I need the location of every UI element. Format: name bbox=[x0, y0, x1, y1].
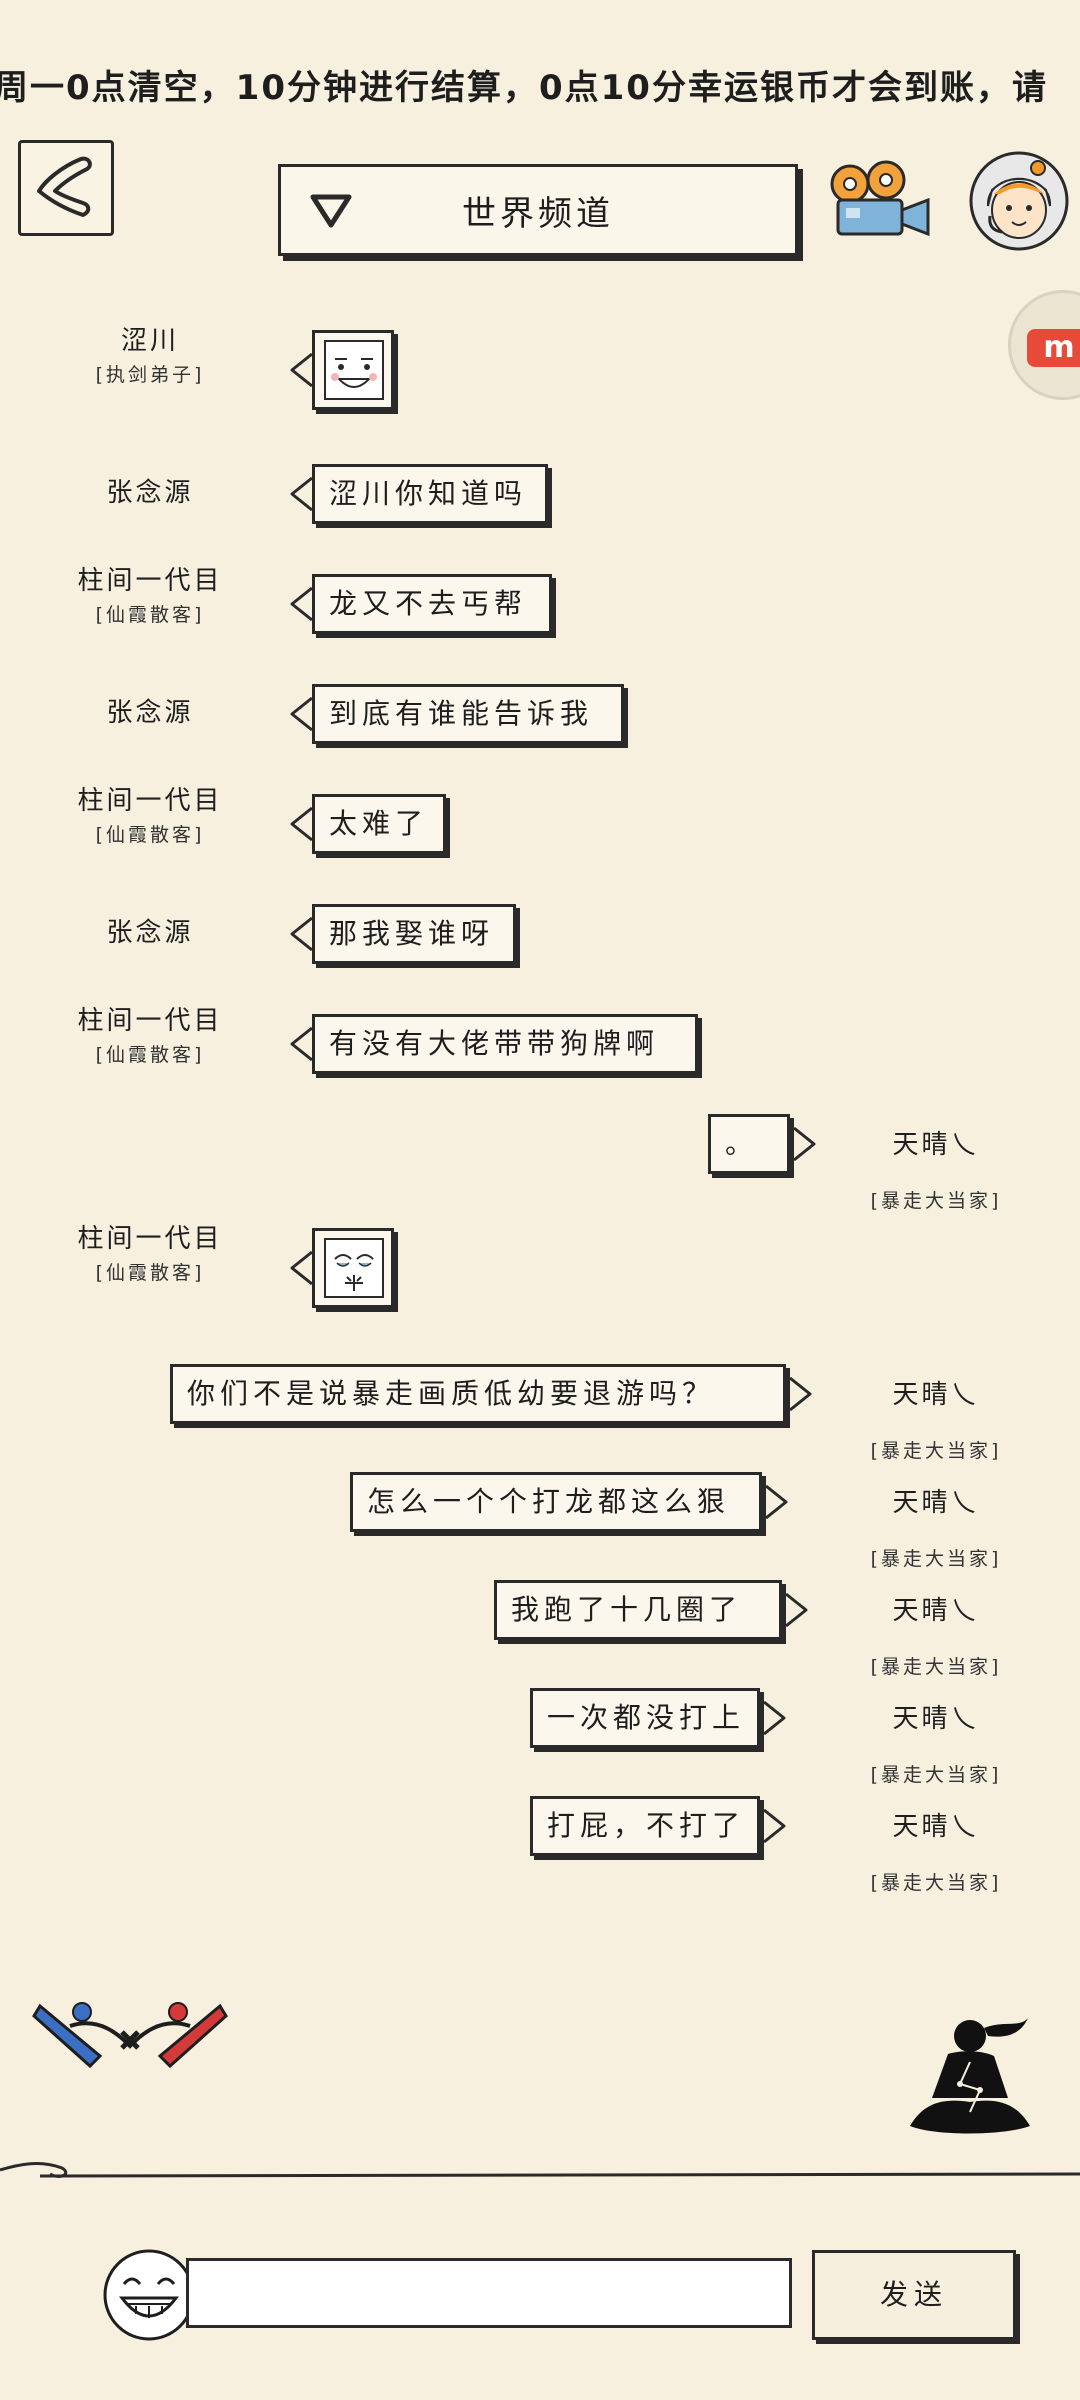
bubble-tail-icon bbox=[290, 806, 313, 842]
sender-name[interactable]: 天晴乀 bbox=[892, 1704, 980, 1734]
sender-title: [暴走大当家] bbox=[870, 1440, 1002, 1462]
sticker-message[interactable] bbox=[312, 330, 394, 410]
sender-title: [暴走大当家] bbox=[870, 1656, 1002, 1678]
sad-face-sticker-icon bbox=[324, 1238, 384, 1298]
sender-name[interactable]: 天晴乀 bbox=[892, 1596, 980, 1626]
message-bubble[interactable]: 打屁，不打了 bbox=[530, 1796, 760, 1856]
announcement-ticker: 周一0点清空，10分钟进行结算，0点10分幸运银币才会到账，请 bbox=[0, 68, 1048, 108]
message-bubble[interactable]: 。 bbox=[708, 1114, 790, 1174]
chat-input-field[interactable] bbox=[186, 2258, 792, 2328]
bubble-tail-icon bbox=[290, 1250, 313, 1286]
message-bubble[interactable]: 怎么一个个打龙都这么狠 bbox=[350, 1472, 762, 1532]
sender-name[interactable]: 柱间一代目 bbox=[77, 1006, 223, 1036]
sender-name[interactable]: 柱间一代目 bbox=[77, 786, 223, 816]
sender-name[interactable]: 柱间一代目 bbox=[77, 1224, 223, 1254]
sender-title: [仙霞散客] bbox=[95, 1044, 205, 1066]
video-camera-icon[interactable] bbox=[828, 160, 932, 246]
sender-title: [暴走大当家] bbox=[870, 1190, 1002, 1212]
bubble-tail-icon bbox=[290, 1026, 313, 1062]
laughing-emoji-button-icon[interactable] bbox=[102, 2248, 196, 2342]
bubble-tail-icon bbox=[763, 1700, 786, 1736]
customer-service-avatar-icon[interactable] bbox=[968, 150, 1070, 252]
bubble-tail-icon bbox=[290, 586, 313, 622]
sender-name[interactable]: 天晴乀 bbox=[892, 1380, 980, 1410]
sender-title: [暴走大当家] bbox=[870, 1872, 1002, 1894]
meditating-figure-icon bbox=[910, 2018, 1030, 2134]
m-logo-icon: m bbox=[1027, 329, 1080, 367]
sender-name[interactable]: 天晴乀 bbox=[892, 1488, 980, 1518]
side-floating-logo[interactable]: m bbox=[1008, 290, 1080, 400]
channel-selector[interactable]: 世界频道 bbox=[278, 164, 798, 256]
message-bubble[interactable]: 到底有谁能告诉我 bbox=[312, 684, 624, 744]
sender-title: [仙霞散客] bbox=[95, 1262, 205, 1284]
bubble-tail-icon bbox=[290, 916, 313, 952]
sender-title: [暴走大当家] bbox=[870, 1764, 1002, 1786]
bubble-tail-icon bbox=[785, 1592, 808, 1628]
bubble-tail-icon bbox=[763, 1808, 786, 1844]
crossed-swords-emblem-icon bbox=[32, 2002, 228, 2069]
channel-title: 世界频道 bbox=[462, 193, 614, 234]
back-button[interactable] bbox=[18, 140, 114, 236]
message-bubble[interactable]: 一次都没打上 bbox=[530, 1688, 760, 1748]
sender-name[interactable]: 柱间一代目 bbox=[77, 566, 223, 596]
message-bubble[interactable]: 你们不是说暴走画质低幼要退游吗？ bbox=[170, 1364, 786, 1424]
bubble-tail-icon bbox=[290, 352, 313, 388]
send-button[interactable]: 发送 bbox=[812, 2250, 1016, 2340]
sender-name[interactable]: 张念源 bbox=[106, 918, 194, 948]
smile-face-sticker-icon bbox=[324, 340, 384, 400]
bubble-tail-icon bbox=[793, 1126, 816, 1162]
sender-title: [仙霞散客] bbox=[95, 604, 205, 626]
sender-title: [执剑弟子] bbox=[95, 364, 205, 386]
message-bubble[interactable]: 龙又不去丐帮 bbox=[312, 574, 552, 634]
message-bubble[interactable]: 有没有大佬带带狗牌啊 bbox=[312, 1014, 698, 1074]
message-bubble[interactable]: 涩川你知道吗 bbox=[312, 464, 548, 524]
message-bubble[interactable]: 那我娶谁呀 bbox=[312, 904, 516, 964]
message-bubble[interactable]: 我跑了十几圈了 bbox=[494, 1580, 782, 1640]
ink-divider-line bbox=[0, 2162, 1080, 2178]
message-bubble[interactable]: 太难了 bbox=[312, 794, 446, 854]
dropdown-triangle-icon bbox=[310, 194, 352, 228]
sticker-message[interactable] bbox=[312, 1228, 394, 1308]
sender-title: [暴走大当家] bbox=[870, 1548, 1002, 1570]
bubble-tail-icon bbox=[765, 1484, 788, 1520]
bubble-tail-icon bbox=[290, 696, 313, 732]
sender-title: [仙霞散客] bbox=[95, 824, 205, 846]
sender-name[interactable]: 天晴乀 bbox=[892, 1812, 980, 1842]
bubble-tail-icon bbox=[789, 1376, 812, 1412]
sender-name[interactable]: 涩川 bbox=[120, 326, 179, 356]
bubble-tail-icon bbox=[290, 476, 313, 512]
back-arrow-icon bbox=[37, 156, 92, 217]
sender-name[interactable]: 天晴乀 bbox=[892, 1130, 980, 1160]
sender-name[interactable]: 张念源 bbox=[106, 478, 194, 508]
sender-name[interactable]: 张念源 bbox=[106, 698, 194, 728]
